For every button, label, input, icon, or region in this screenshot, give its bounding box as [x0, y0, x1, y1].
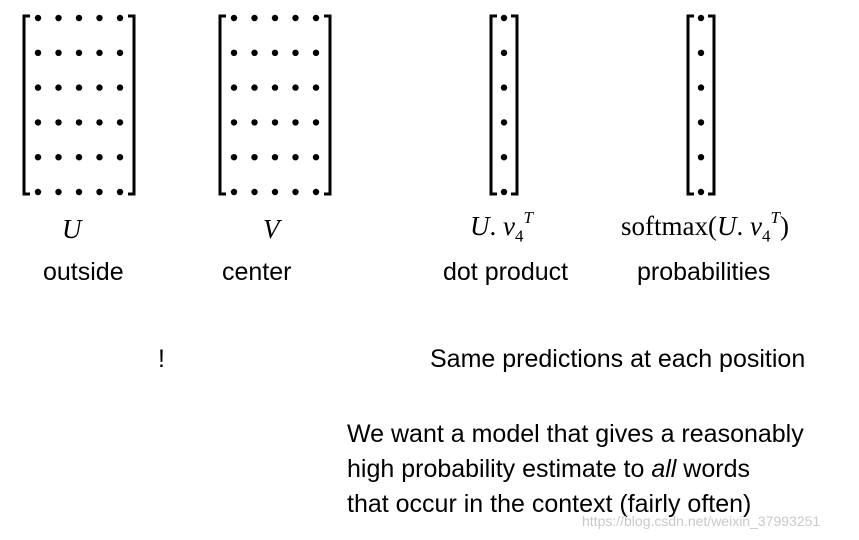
matrix-dot: [251, 119, 258, 126]
matrix-dot: [312, 84, 320, 91]
matrix-dot: [292, 119, 299, 126]
matrix-dot: [500, 188, 508, 196]
note-same-predictions: Same predictions at each position: [430, 345, 806, 373]
matrix-dot: [271, 84, 279, 91]
matrix-dot: [500, 119, 508, 126]
matrix-dot: [251, 14, 258, 22]
dot-product-vector: [487, 10, 521, 200]
matrix-dot: [96, 84, 103, 91]
matrix-dot: [500, 84, 508, 91]
matrix-dot: [55, 119, 62, 126]
matrix-dot: [312, 119, 320, 126]
matrix-dot: [292, 188, 299, 196]
exclamation-mark: !: [158, 345, 165, 373]
label-V-symbol: V: [263, 214, 280, 244]
right-bracket: [324, 14, 332, 196]
matrix-dot: [96, 188, 103, 196]
outside-matrix-U: [20, 10, 138, 200]
probabilities-vector: [684, 10, 718, 200]
matrix-dot: [116, 49, 124, 56]
matrix-dot: [500, 49, 508, 56]
matrix-dot: [75, 14, 83, 22]
right-bracket: [511, 14, 519, 196]
matrix-dot: [251, 154, 258, 161]
matrix-dot: [697, 154, 705, 161]
matrix-dot: [75, 188, 83, 196]
matrix-dot: [116, 84, 124, 91]
matrix-dot: [292, 14, 299, 22]
right-bracket: [128, 14, 136, 196]
watermark-url: https://blog.csdn.net/weixin_37993251: [582, 513, 821, 529]
matrix-dot: [292, 84, 299, 91]
matrix-dot: [34, 119, 42, 126]
matrix-dot: [312, 14, 320, 22]
label-U-symbol: U: [62, 214, 82, 244]
matrix-dot: [230, 154, 238, 161]
matrix-dot: [55, 14, 62, 22]
matrix-dot: [230, 14, 238, 22]
matrix-dot: [75, 119, 83, 126]
label-softmax-expression: softmax(U. v4T): [621, 208, 789, 246]
matrix-dot: [251, 84, 258, 91]
caption-dot-product: dot product: [443, 258, 569, 286]
matrix-dot: [55, 188, 62, 196]
matrix-dot: [96, 154, 103, 161]
caption-center: center: [222, 258, 292, 286]
matrix-dot: [96, 49, 103, 56]
matrix-dot: [312, 154, 320, 161]
matrix-dot: [697, 84, 705, 91]
matrix-dot: [34, 84, 42, 91]
matrix-dot: [55, 49, 62, 56]
matrix-dot: [230, 49, 238, 56]
matrix-dot: [55, 154, 62, 161]
left-bracket: [489, 14, 497, 196]
matrix-dot: [697, 188, 705, 196]
matrix-dot: [230, 119, 238, 126]
matrix-dot: [75, 154, 83, 161]
matrix-dot: [292, 154, 299, 161]
matrix-dot: [251, 188, 258, 196]
matrix-dot: [251, 49, 258, 56]
matrix-dot: [230, 84, 238, 91]
matrix-dot: [697, 49, 705, 56]
matrix-dot: [34, 188, 42, 196]
matrix-dot: [697, 119, 705, 126]
matrix-dot: [312, 188, 320, 196]
matrix-dot: [116, 14, 124, 22]
note-line-1: We want a model that gives a reasonably: [347, 420, 804, 448]
caption-probabilities: probabilities: [637, 258, 771, 286]
matrix-dot: [75, 49, 83, 56]
right-bracket: [708, 14, 716, 196]
matrix-dot: [34, 14, 42, 22]
matrix-dot: [75, 84, 83, 91]
matrix-dot: [500, 154, 508, 161]
matrix-dot: [312, 49, 320, 56]
matrix-dot: [116, 154, 124, 161]
note-line-2: high probability estimate to all words: [347, 455, 750, 483]
matrix-dot: [96, 119, 103, 126]
left-bracket: [218, 14, 226, 196]
matrix-dot: [697, 14, 705, 22]
caption-outside: outside: [43, 258, 124, 286]
matrix-dot: [500, 14, 508, 22]
matrix-dot: [271, 14, 279, 22]
note-line-3: that occur in the context (fairly often): [347, 490, 752, 518]
matrix-dot: [34, 49, 42, 56]
matrix-dot: [292, 49, 299, 56]
matrix-dot: [55, 84, 62, 91]
label-dot-expression: U. v4T: [470, 208, 533, 246]
center-matrix-V: [216, 10, 334, 200]
matrix-dot: [116, 188, 124, 196]
matrix-dot: [271, 188, 279, 196]
left-bracket: [686, 14, 694, 196]
matrix-dot: [271, 49, 279, 56]
matrix-dot: [116, 119, 124, 126]
matrix-dot: [271, 154, 279, 161]
matrix-dot: [96, 14, 103, 22]
matrix-dot: [271, 119, 279, 126]
left-bracket: [22, 14, 30, 196]
matrix-dot: [34, 154, 42, 161]
matrix-dot: [230, 188, 238, 196]
